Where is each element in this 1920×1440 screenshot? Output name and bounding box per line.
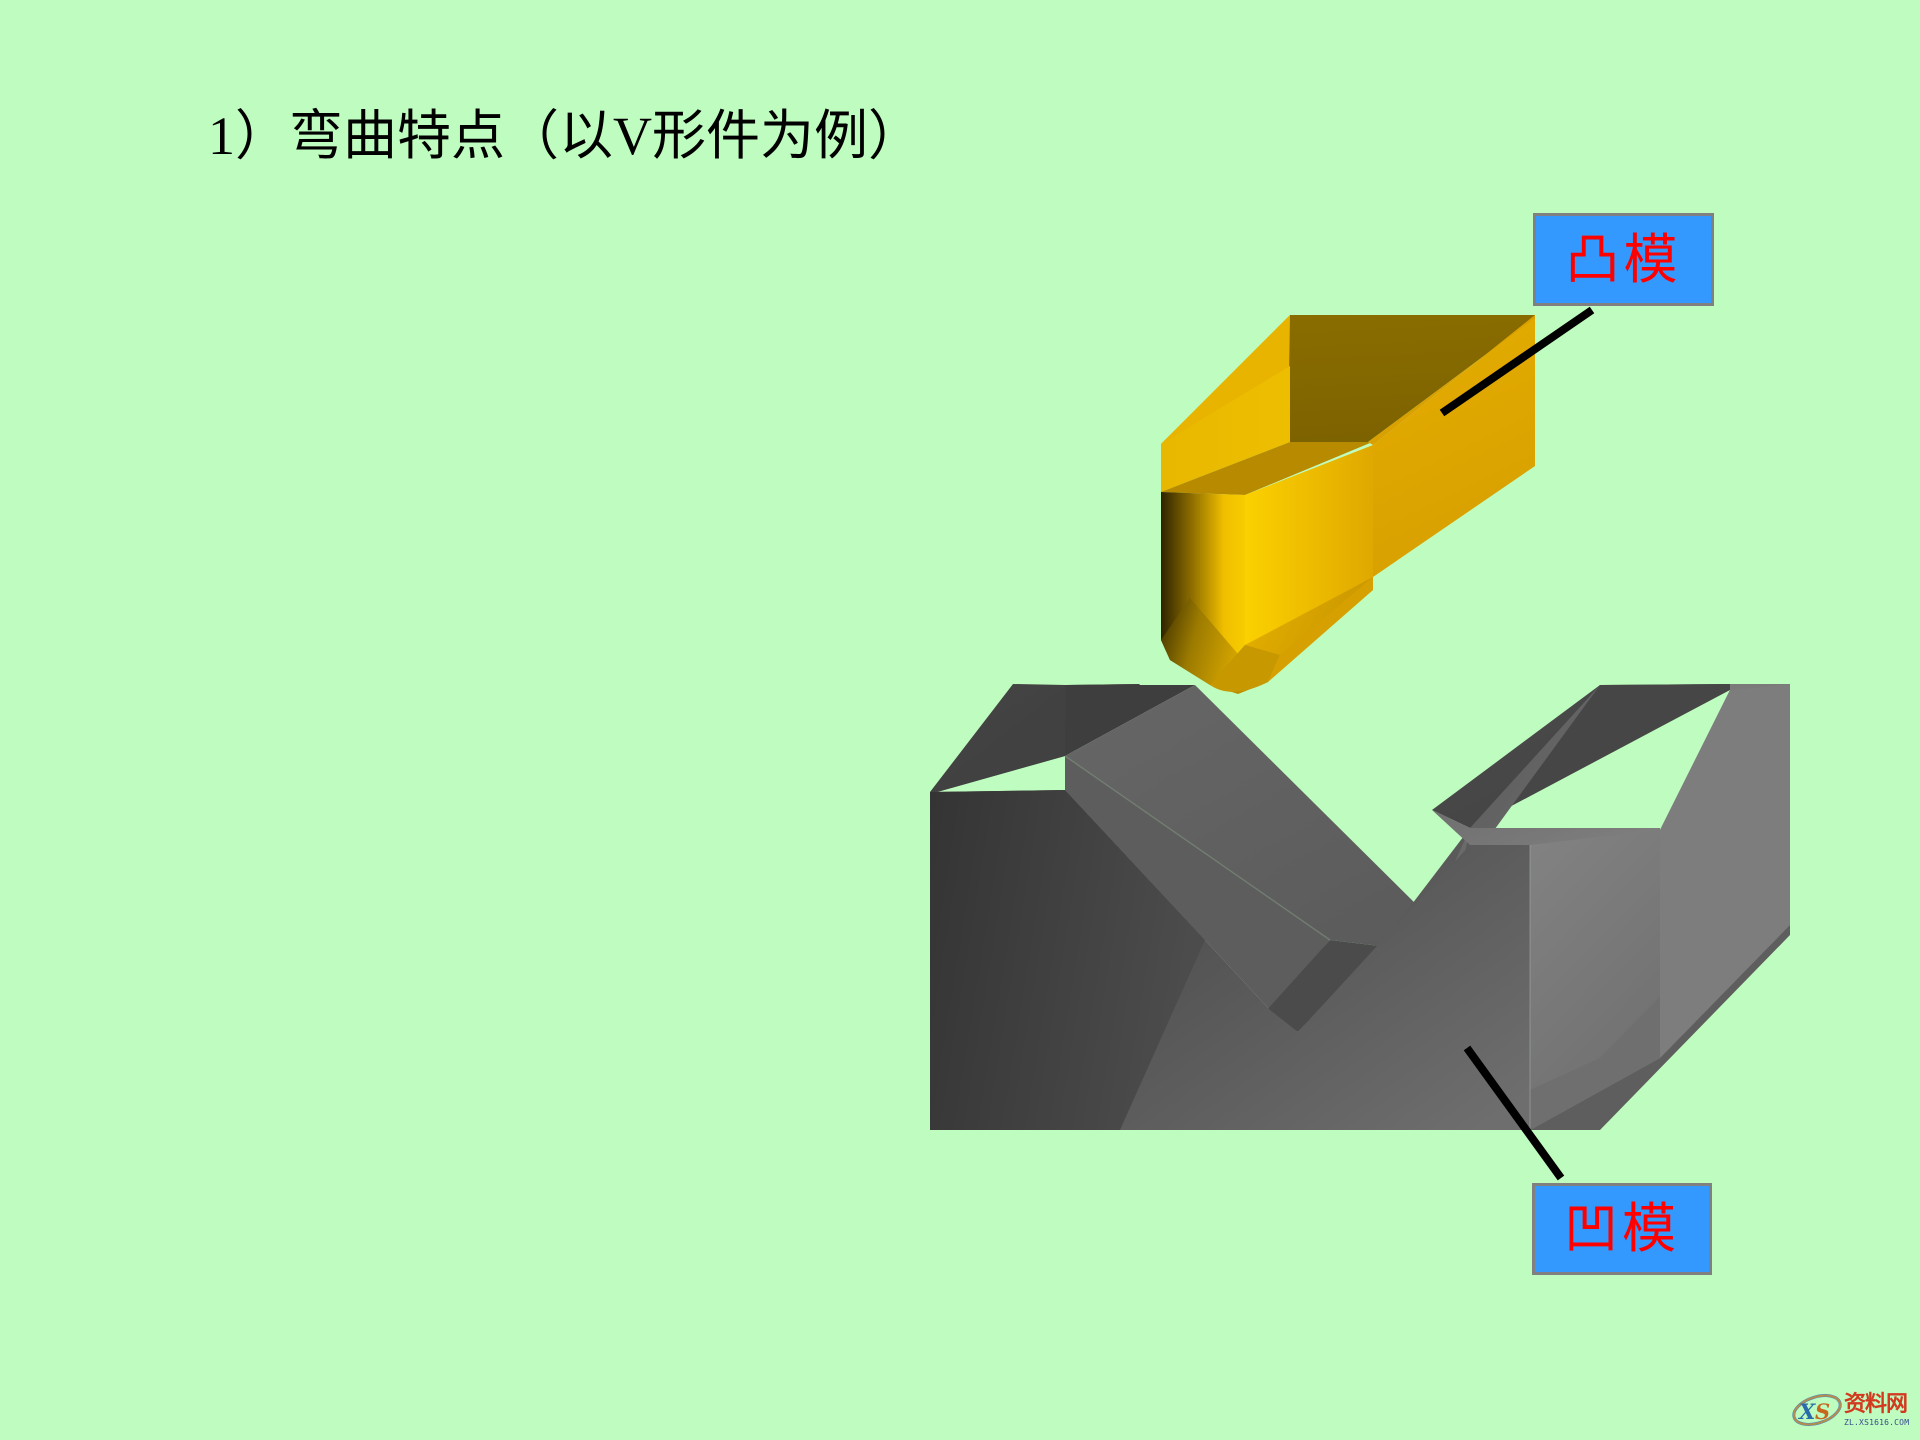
die-v-shadow-band bbox=[1265, 940, 1380, 1032]
callout-punch[interactable]: 凸模 bbox=[1533, 213, 1714, 306]
die-leader-line bbox=[1463, 1045, 1565, 1181]
die-v-left-lower bbox=[1065, 756, 1330, 1010]
punch-inner-left-wall bbox=[1161, 366, 1290, 492]
xs-logo-icon: X S bbox=[1792, 1394, 1842, 1426]
svg-text:X: X bbox=[1797, 1399, 1816, 1424]
punch-tip-radius bbox=[1210, 645, 1280, 692]
punch-right-rim bbox=[1368, 315, 1535, 445]
punch-right-tail bbox=[1268, 577, 1373, 682]
die-edge-left-inner bbox=[1064, 755, 1331, 941]
callout-punch-label: 凸模 bbox=[1565, 229, 1682, 290]
die-right-far-face bbox=[1660, 684, 1790, 1058]
punch-leader-line bbox=[1439, 306, 1595, 417]
die-body bbox=[930, 684, 1790, 1130]
callout-die-label: 凹模 bbox=[1564, 1199, 1680, 1259]
die-front-left-strip bbox=[930, 790, 1205, 1130]
punch-body bbox=[1161, 315, 1535, 694]
watermark-text: 资料网 ZL.XS1616.COM bbox=[1844, 1391, 1910, 1427]
watermark-site-name: 资料网 bbox=[1844, 1391, 1908, 1417]
die-top-right-rim-2 bbox=[1470, 684, 1730, 828]
svg-text:S: S bbox=[1815, 1399, 1830, 1424]
punch-bottom-left-flank bbox=[1161, 598, 1250, 685]
callout-die[interactable]: 凹模 bbox=[1532, 1183, 1712, 1275]
punch-bottom-right-flank bbox=[1245, 577, 1373, 658]
punch-inner-cavity bbox=[1288, 315, 1535, 442]
punch-inner-ledge bbox=[1161, 442, 1370, 495]
die-inner-shelf-2 bbox=[1432, 810, 1660, 845]
die-v-left-face bbox=[1065, 685, 1430, 946]
watermark: X S 资料网 ZL.XS1616.COM bbox=[1791, 1384, 1913, 1436]
watermark-url: ZL.XS1616.COM bbox=[1844, 1417, 1910, 1427]
page-title: 1）弯曲特点（以V形件为例） bbox=[208, 106, 922, 166]
